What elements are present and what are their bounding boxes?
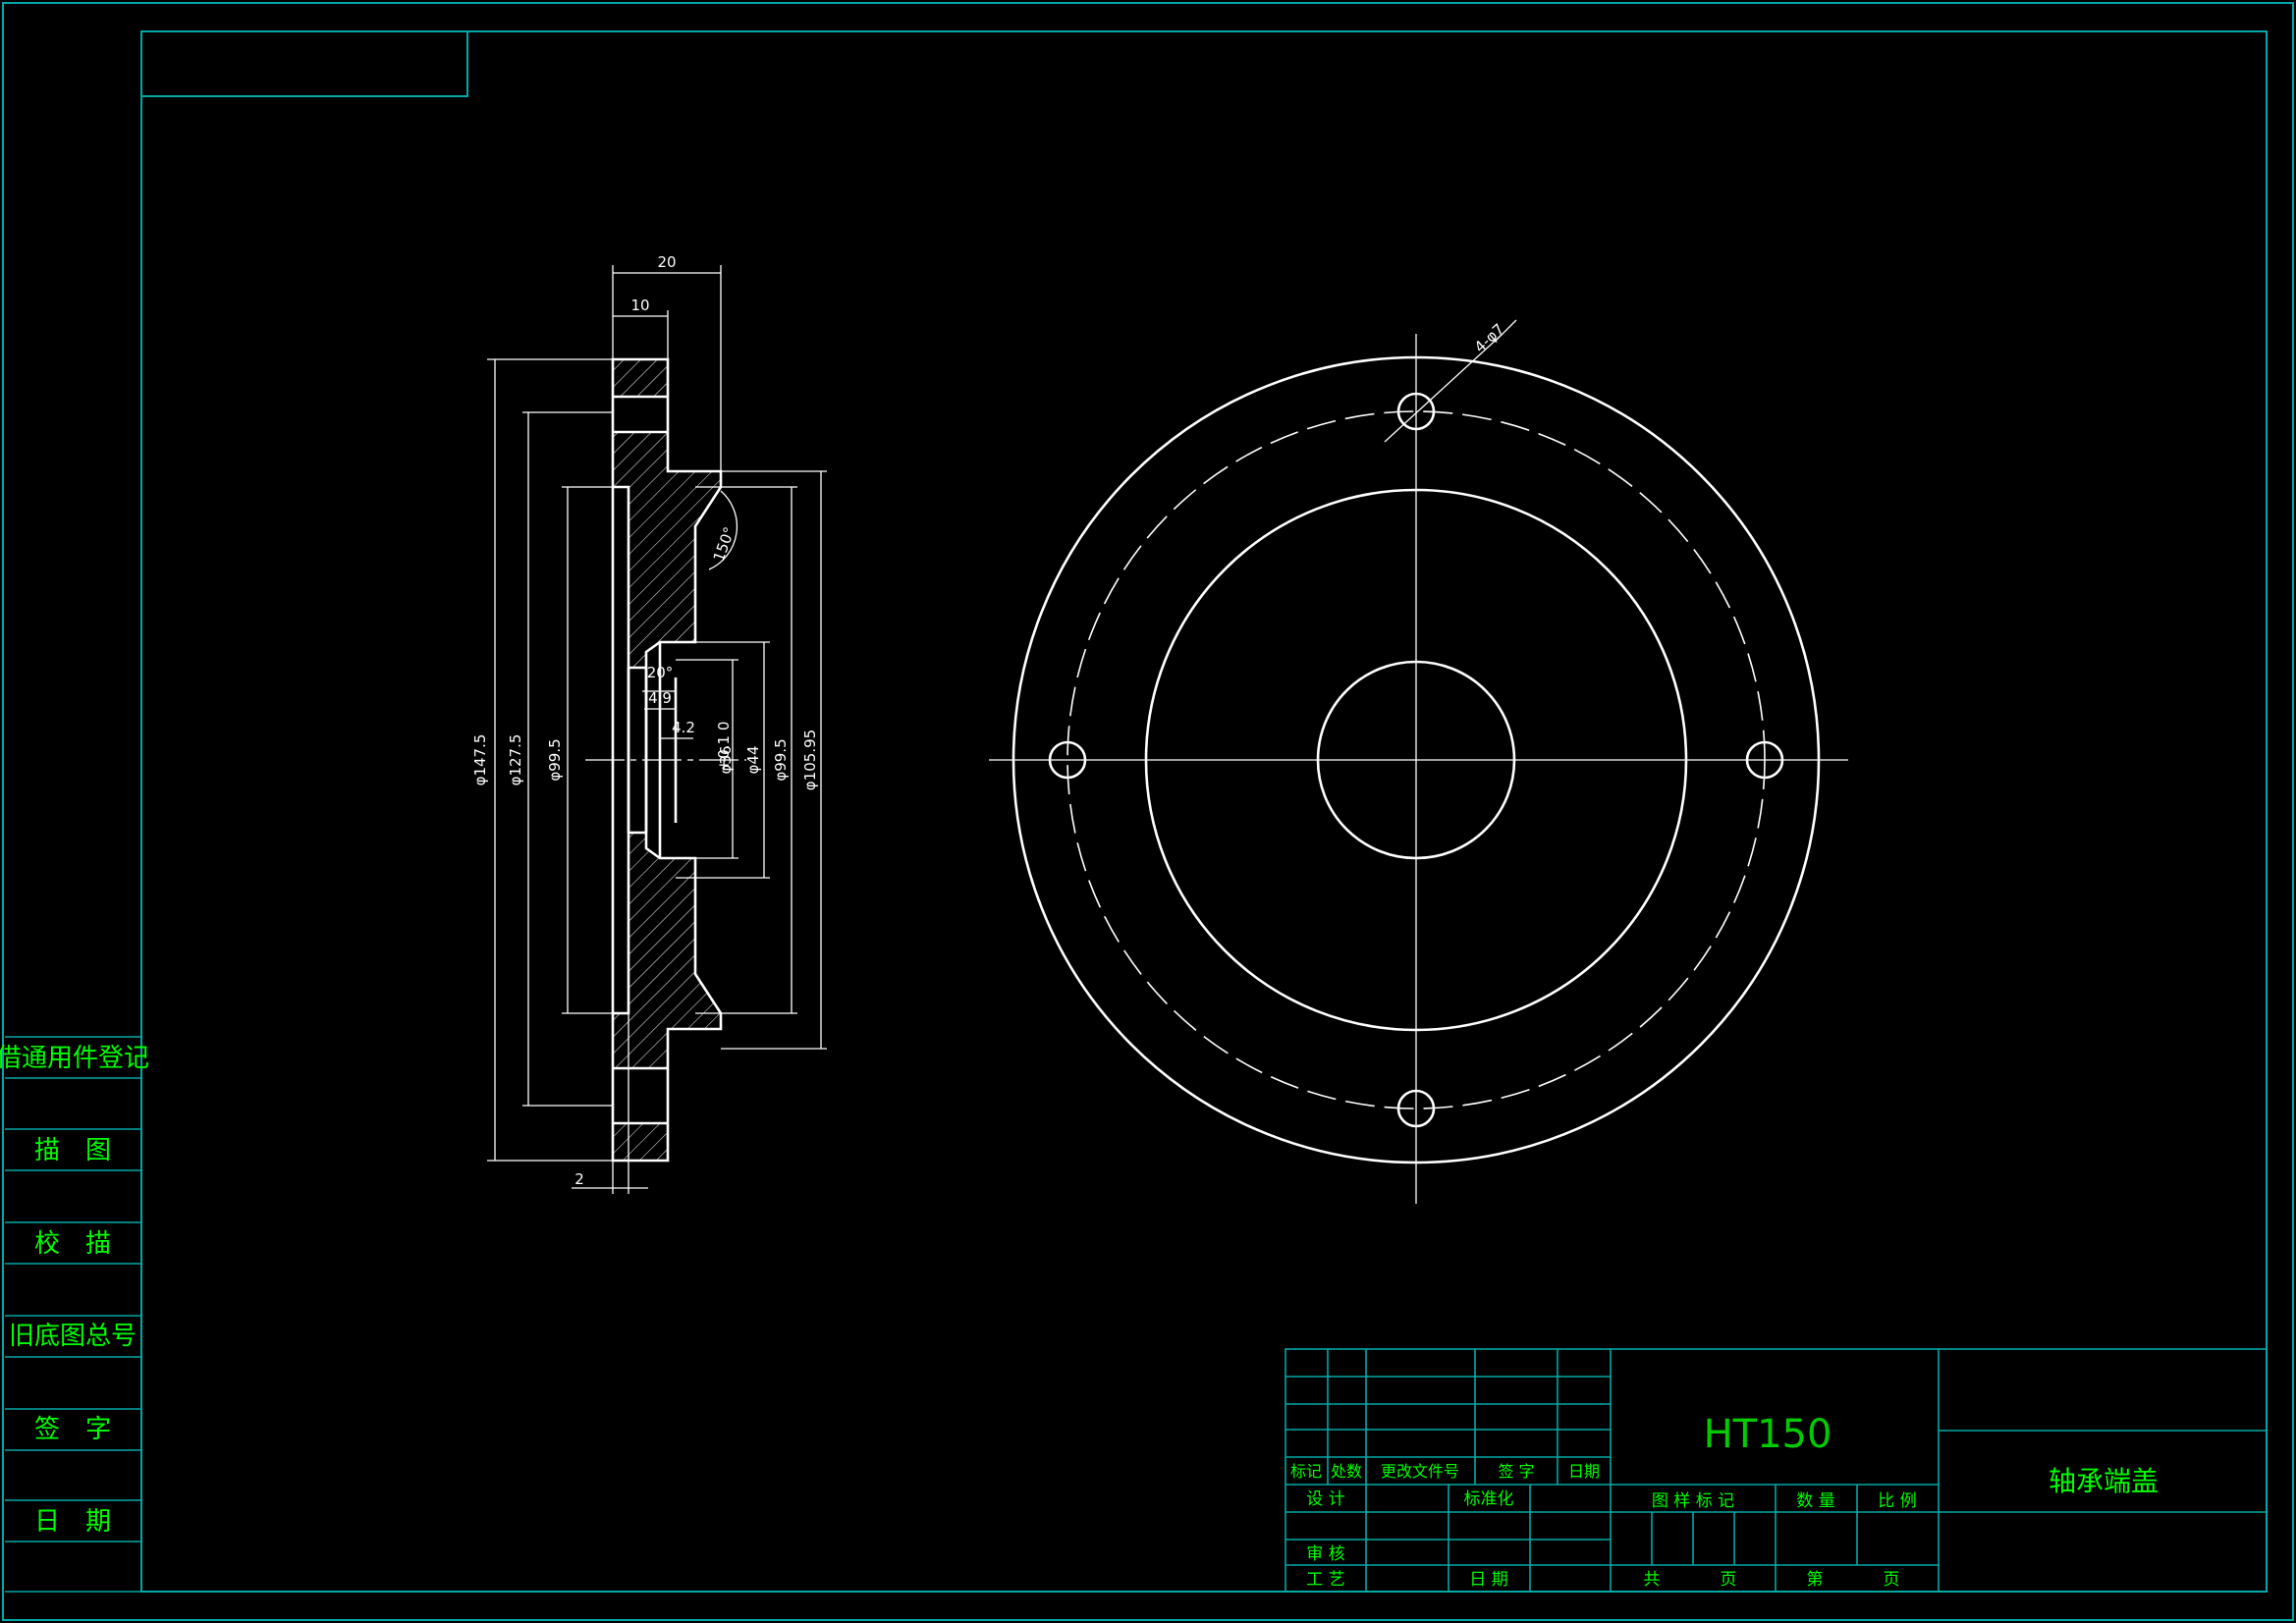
side-label-1: 借通用件登记 (0, 1044, 149, 1073)
dim-dia-outer: φ147.5 (471, 734, 489, 786)
top-left-box (140, 30, 468, 97)
dim-groove-depth: 4.2 (672, 719, 695, 736)
label-design: 设 计 (1306, 1489, 1344, 1509)
side-register (5, 1036, 141, 1593)
dim-dia-pcd: φ127.5 (507, 734, 524, 786)
label-sheet: 第 (1807, 1570, 1824, 1590)
label-date: 日 期 (1469, 1570, 1507, 1590)
label-review: 审 核 (1306, 1544, 1344, 1564)
label-total: 共 (1644, 1570, 1661, 1590)
part-name: 轴承端盖 (2049, 1465, 2159, 1497)
label-quantity: 数 量 (1796, 1491, 1834, 1511)
side-label-5: 签 字 (34, 1415, 111, 1444)
drawing-border (140, 30, 2268, 1593)
rev-header-count: 处数 (1331, 1462, 1362, 1481)
dim-dia-hub: φ44 (744, 746, 762, 775)
dim-bore-tolerance: +0.1 0 (715, 722, 733, 772)
hole-leader (1384, 333, 1503, 443)
label-process: 工 艺 (1306, 1570, 1344, 1590)
label-page-of: 页 (1884, 1570, 1900, 1590)
dim-dia-spigot: φ99.5 (772, 738, 790, 781)
rev-header-mark: 标记 (1290, 1462, 1322, 1481)
side-label-6: 日 期 (34, 1507, 111, 1537)
label-scale: 比 例 (1878, 1491, 1916, 1511)
dim-groove-width: 4.9 (648, 689, 672, 707)
dim-step: 2 (574, 1170, 584, 1188)
side-label-4: 旧底图总号 (9, 1322, 137, 1351)
section-view (487, 265, 827, 1194)
label-drawing-mark: 图 样 标 记 (1652, 1491, 1734, 1511)
dim-width-flange: 10 (630, 297, 649, 314)
dim-width-total: 20 (657, 253, 676, 271)
rev-header-date: 日期 (1568, 1462, 1600, 1481)
label-pages: 页 (1721, 1570, 1737, 1590)
section-hatch (613, 359, 721, 1161)
side-label-3: 校 描 (34, 1229, 111, 1259)
dim-angle-groove: 20° (647, 664, 674, 681)
dim-dia-spigot-outer: φ105.95 (801, 730, 819, 790)
dim-dia-bore: φ36 (717, 746, 735, 775)
dim-holes: 4-φ7 (1471, 320, 1507, 356)
rev-header-doc: 更改文件号 (1381, 1462, 1459, 1481)
side-label-2: 描 图 (34, 1136, 111, 1165)
label-standardize: 标准化 (1464, 1489, 1514, 1509)
dim-dia-recess: φ99.5 (546, 738, 564, 781)
rev-header-sign: 签 字 (1498, 1462, 1534, 1481)
material: HT150 (1704, 1412, 1832, 1457)
title-block (1285, 1348, 2268, 1593)
front-view (989, 319, 1848, 1204)
